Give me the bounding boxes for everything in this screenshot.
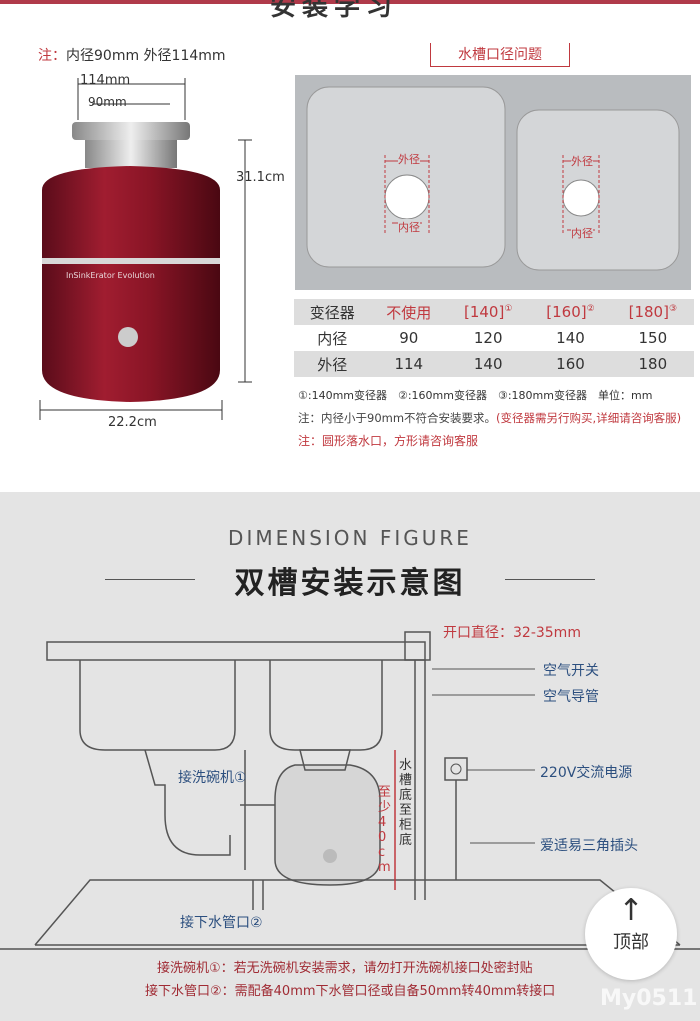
header-text: [160] <box>546 303 587 321</box>
back-to-top-button[interactable]: ↑ 顶部 <box>585 888 677 980</box>
product-brand: InSinkErator Evolution <box>66 271 155 280</box>
diagram-divider <box>0 948 700 950</box>
table-cell: 140 <box>556 329 585 347</box>
table-cell: 内径 <box>317 329 348 348</box>
opening-diameter-label: 开口直径：32-35mm <box>443 625 581 641</box>
table-cell: 160 <box>529 351 612 377</box>
air-switch-label: 空气开关 <box>543 663 599 679</box>
diagram-title: 双槽安装示意图 <box>234 566 466 601</box>
header-mark: ② <box>586 304 595 314</box>
sink-inner-label: 内径 <box>398 219 420 235</box>
sink-title: 水槽口径问题 <box>430 43 570 67</box>
table-cell: 150 <box>638 329 668 347</box>
footnote-1: 接洗碗机①：若无洗碗机安装需求，请勿打开洗碗机接口处密封贴 <box>157 961 533 976</box>
header-text: [180] <box>628 303 669 321</box>
note2-red: (变径器需另行购买,详细请咨询客服) <box>496 411 682 425</box>
drain-shape-note: 注：圆形落水口，方形请咨询客服 <box>298 434 479 448</box>
power-label: 220V交流电源 <box>540 765 633 781</box>
diagram-section <box>0 492 700 1021</box>
disposer-product-image <box>39 78 252 420</box>
table-header: 不使用 <box>370 299 448 325</box>
dishwasher-label: 接洗碗机① <box>178 770 247 786</box>
sink-outer-label: 外径 <box>398 151 420 167</box>
table-cell: 外径 <box>294 351 371 377</box>
header-text: [140] <box>463 303 505 321</box>
table-cell: 140 <box>447 351 530 377</box>
inner-dimension: 90mm <box>88 95 127 109</box>
drain-label: 接下水管口② <box>180 915 263 931</box>
arrow-up-icon: ↑ <box>618 893 644 928</box>
title-rule-right <box>505 579 595 580</box>
width-dimension: 22.2cm <box>108 415 157 430</box>
table-cell: 114 <box>370 351 448 377</box>
footnote-2: 接下水管口②：需配备40mm下水管口径或自备50mm转40mm转接口 <box>145 984 556 999</box>
sink-inner-label-2: 内径 <box>571 225 593 241</box>
table-header: [160]② <box>529 299 612 325</box>
note-text: 内径90mm 外径114mm <box>66 48 226 64</box>
table-row: 内径 90 120 140 150 <box>294 325 694 351</box>
back-to-top-label: 顶部 <box>613 932 649 953</box>
outer-dimension: 114mm <box>80 73 131 88</box>
table-cell: 90 <box>399 329 419 347</box>
table-header-row: 变径器 不使用 [140]① [160]② [180]③ <box>294 299 694 325</box>
sink-image <box>295 75 691 290</box>
table-header: [180]③ <box>611 299 694 325</box>
table-header: 变径器 <box>294 299 371 325</box>
watermark-logo: My0511 <box>600 986 698 1011</box>
section-title: 安装学习 <box>270 0 399 22</box>
height-dimension: 31.1cm <box>236 170 285 185</box>
diagram-subtitle: DIMENSION FIGURE <box>228 526 472 550</box>
header-mark: ① <box>504 304 513 314</box>
size-note: 注：内径90mm 外径114mm <box>38 45 226 65</box>
min-height-label: 至少40cm <box>378 785 392 875</box>
note-prefix: 注： <box>38 48 66 64</box>
table-legend: ①:140mm变径器 ②:160mm变径器 ③:180mm变径器 单位：mm <box>298 389 653 402</box>
table-header: [140]① <box>447 299 530 325</box>
sink-title-text: 水槽口径问题 <box>455 47 545 63</box>
table-cell: 120 <box>473 329 503 347</box>
header-mark: ③ <box>668 304 678 314</box>
inner-diameter-note: 注：内径小于90mm不符合安装要求。(变径器需另行购买,详细请咨询客服) <box>298 410 681 426</box>
air-tube-label: 空气导管 <box>543 689 599 705</box>
title-rule-left <box>105 579 195 580</box>
table-cell: 180 <box>611 351 694 377</box>
plug-label: 爱适易三角插头 <box>540 838 638 854</box>
vertical-label: 水槽底至柜底 <box>399 758 413 848</box>
sink-outer-label-2: 外径 <box>571 153 593 169</box>
top-accent-bar <box>0 0 700 4</box>
installation-diagram <box>34 631 681 946</box>
note2-text: 注：内径小于90mm不符合安装要求。 <box>298 411 497 425</box>
